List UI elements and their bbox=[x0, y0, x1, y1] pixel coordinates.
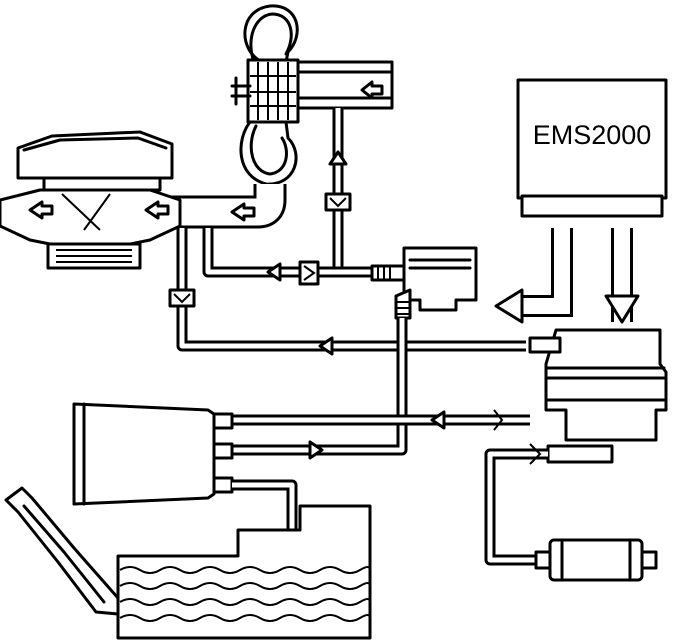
check-valve-icon bbox=[168, 288, 196, 308]
arrow-icon bbox=[328, 150, 348, 166]
arrow-icon bbox=[266, 262, 282, 282]
arrow-icon bbox=[308, 440, 324, 460]
ecu-signal-pump bbox=[604, 228, 640, 324]
arrow-icon bbox=[144, 200, 170, 220]
arrow-icon bbox=[604, 294, 640, 324]
arrow-icon bbox=[494, 288, 524, 324]
ecu-signal-purge bbox=[494, 228, 573, 324]
turbocharger bbox=[230, 4, 300, 186]
purge-valve bbox=[370, 246, 478, 320]
arrow-icon bbox=[28, 200, 54, 220]
check-valve-icon bbox=[529, 443, 542, 465]
ecu-module: EMS2000 bbox=[516, 78, 668, 218]
boost-line bbox=[324, 108, 352, 276]
air-filter bbox=[534, 538, 658, 582]
canister-vent-line bbox=[232, 409, 530, 431]
arrow-icon bbox=[230, 202, 256, 222]
manifold-vacuum-line bbox=[202, 228, 380, 286]
check-valve-icon bbox=[493, 409, 504, 431]
fuel-tank bbox=[116, 504, 372, 640]
engine bbox=[0, 130, 182, 270]
arrow-icon bbox=[318, 336, 334, 356]
canister-tank-line bbox=[232, 479, 298, 536]
canister-purge-line bbox=[232, 318, 408, 460]
return-line bbox=[168, 228, 526, 356]
filler-neck bbox=[4, 486, 120, 616]
air-inlet-duct bbox=[296, 60, 394, 110]
arrow-icon bbox=[360, 80, 384, 100]
check-valve-icon bbox=[324, 192, 352, 212]
carbon-canister bbox=[72, 402, 234, 506]
intake-pipe bbox=[150, 183, 287, 229]
pump-filter-line bbox=[484, 443, 548, 566]
arrow-icon bbox=[430, 410, 446, 430]
ecu-label: EMS2000 bbox=[533, 120, 652, 150]
leak-detection-pump bbox=[528, 328, 668, 464]
